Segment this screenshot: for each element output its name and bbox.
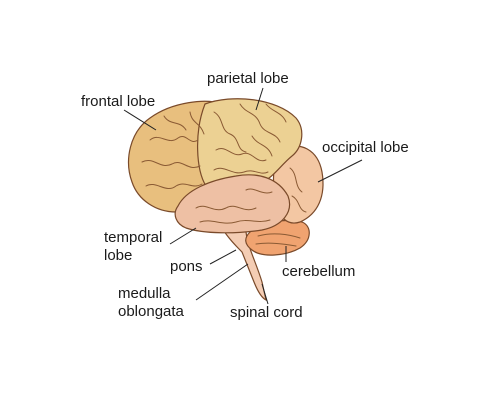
leader-temporal [170,228,196,244]
label-medulla-line2: oblongata [118,303,184,321]
label-frontal-lobe: frontal lobe [81,93,155,111]
label-temporal-lobe: temporal lobe [104,229,162,265]
label-spinal-cord: spinal cord [230,304,303,322]
label-pons: pons [170,258,203,276]
label-temporal-line2: lobe [104,247,162,265]
label-medulla-line1: medulla [118,285,184,303]
leader-medulla [196,264,248,300]
leader-pons [210,250,236,264]
label-temporal-line1: temporal [104,229,162,247]
label-cerebellum: cerebellum [282,263,355,281]
label-parietal-lobe: parietal lobe [207,70,289,88]
leader-occipital [318,160,362,182]
label-medulla-oblongata: medulla oblongata [118,285,184,321]
label-occipital-lobe: occipital lobe [322,139,409,157]
